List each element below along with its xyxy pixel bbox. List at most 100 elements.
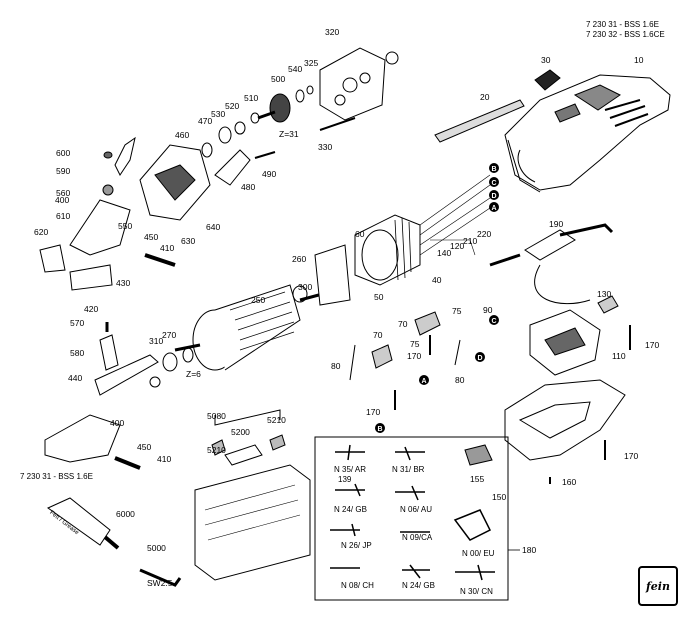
part-label: 75 [410,339,420,349]
model-number-1: 7 230 31 - BSS 1.6E [586,20,659,29]
svg-text:C: C [491,318,496,325]
armature [174,284,331,371]
part-label: 400 [110,418,125,428]
part-label: SW2.5 [147,578,173,588]
svg-text:A: A [421,378,426,385]
cable-clip [597,295,619,314]
svg-text:D: D [477,355,482,362]
cutter-head-460 [139,144,211,221]
part-label: 30 [541,55,551,65]
part-label: 250 [251,295,266,305]
plug-label: N 31/ BR [392,465,425,474]
part-label: 140 [437,248,452,258]
part-label: 630 [181,236,196,246]
letter-markers: B C D A C D A B [375,163,499,433]
part-label: 610 [56,211,71,221]
fein-logo-text: fein [646,579,670,593]
part-label: 5210 [207,445,226,455]
motor-housing [504,74,671,193]
part-label: 190 [549,219,564,229]
switch-bar [434,99,525,143]
part-label: 155 [470,474,485,484]
cutter-assembly [39,199,176,291]
small-parts-chain [201,85,356,158]
part-label: 180 [522,545,537,555]
part-label: 160 [562,477,577,487]
part-label: 120 [450,241,465,251]
part-label: 430 [116,278,131,288]
part-label: 170 [366,407,381,417]
part-label: 500 [271,74,286,84]
gear-500 [257,93,291,123]
part-label: 5080 [207,411,226,421]
pad-155 [464,444,493,466]
variant-label: 7 230 31 - BSS 1.6E [20,472,93,481]
part-label: 410 [160,243,175,253]
screws [549,325,631,484]
part-label: 570 [70,318,85,328]
lower-housing [504,379,626,461]
part-label: 530 [211,109,226,119]
variant-cutter [44,414,141,470]
part-label: 70 [398,319,408,329]
part-label: 170 [407,351,422,361]
part-label: 330 [318,142,333,152]
part-label: 480 [241,182,256,192]
part-label: 420 [84,304,99,314]
part-label: 520 [225,101,240,111]
svg-text:A: A [491,205,496,212]
lever-590 [102,136,136,196]
part-label: Z=31 [279,129,299,139]
part-label: 510 [244,93,259,103]
plug-label: N 00/ EU [462,549,495,558]
part-label: 270 [162,330,177,340]
svg-text:B: B [491,166,496,173]
part-580 [99,322,119,371]
electronics-module [529,309,601,376]
fan-baffle [314,244,351,306]
gear-head [319,47,399,121]
plug-label: N 09/CA [402,533,433,542]
plug-label: N 24/ GB [334,505,367,514]
part-label: 210 [463,236,478,246]
plug-box [314,436,509,601]
power-cable [489,223,614,305]
carry-case [194,409,311,581]
part-label: 50 [374,292,384,302]
part-label: 450 [137,442,152,452]
part-label: 600 [56,148,71,158]
part-label: 20 [480,92,490,102]
plug-label: N 30/ CN [460,587,493,596]
part-label: 60 [355,229,365,239]
part-label: 110 [612,351,626,361]
bearings [149,285,308,388]
part-label: 310 [149,336,164,346]
stator [354,214,421,286]
part-label: 300 [298,282,313,292]
part-label: 150 [492,492,507,502]
part-label: 5200 [231,427,250,437]
part-label: 75 [452,306,462,316]
lever-480 [214,149,276,186]
hex-key [139,568,182,587]
part-label: 620 [34,227,49,237]
part-label: 440 [68,373,83,383]
part-label: 460 [175,130,190,140]
part-label: 560 [56,188,71,198]
part-label: 490 [262,169,277,179]
part-label: 220 [477,229,492,239]
blade-440 [94,354,159,396]
part-label: 80 [455,375,465,385]
part-label: 640 [206,222,221,232]
part-label: 550 [118,221,133,231]
fein-logo: fein [638,566,678,606]
part-label: 325 [304,58,319,68]
plug-label: 139 [338,475,352,484]
part-label: 170 [645,340,660,350]
model-number-2: 7 230 32 - BSS 1.6CE [586,30,665,39]
grease-tube [47,497,120,550]
part-label: 80 [331,361,341,371]
plug-label: N 26/ JP [341,541,372,550]
